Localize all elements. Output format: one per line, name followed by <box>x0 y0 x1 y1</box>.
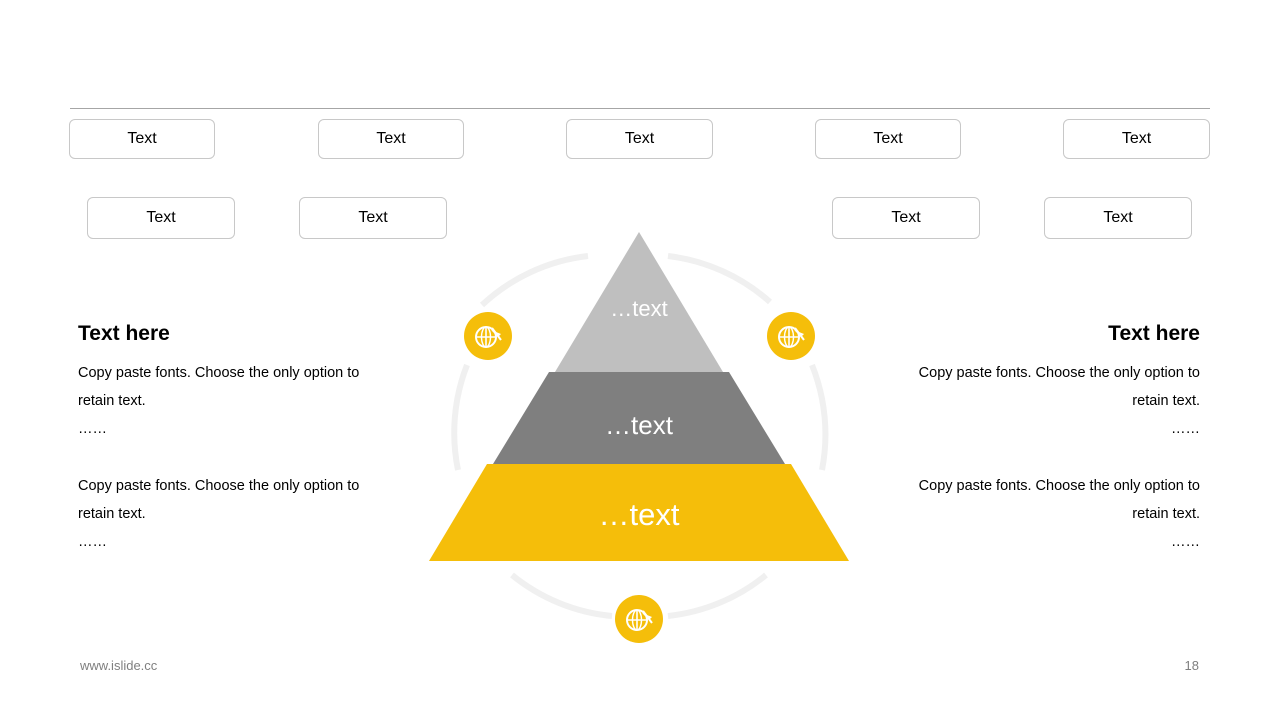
paragraph-line: Copy paste fonts. Choose the only option… <box>78 365 360 381</box>
text-tag[interactable]: Text <box>1063 119 1210 159</box>
paragraph-line: Copy paste fonts. Choose the only option… <box>918 365 1200 381</box>
text-tag[interactable]: Text <box>566 119 713 159</box>
paragraph-line: retain text. <box>1132 506 1200 522</box>
right-paragraph: Copy paste fonts. Choose the only option… <box>900 359 1200 443</box>
right-paragraph: Copy paste fonts. Choose the only option… <box>900 472 1200 556</box>
text-tag[interactable]: Text <box>832 197 980 239</box>
ring-arc <box>809 363 829 471</box>
globe-plane-icon <box>615 595 663 643</box>
paragraph-line: Copy paste fonts. Choose the only option… <box>78 478 360 494</box>
tier-top-label: …text <box>610 296 667 321</box>
ring-arc <box>510 572 613 619</box>
ring-arc <box>479 253 589 308</box>
tier-middle-label: …text <box>605 410 674 440</box>
text-tag[interactable]: Text <box>815 119 961 159</box>
paragraph-ellipsis: …… <box>1171 421 1200 437</box>
paragraph-line: Copy paste fonts. Choose the only option… <box>918 478 1200 494</box>
text-tag[interactable]: Text <box>87 197 235 239</box>
ring-arc <box>667 572 768 619</box>
paragraph-line: retain text. <box>78 506 146 522</box>
left-block-title: Text here <box>78 322 170 345</box>
text-tag[interactable]: Text <box>318 119 464 159</box>
paragraph-line: retain text. <box>1132 393 1200 409</box>
tier-bottom-label: …text <box>599 497 680 532</box>
cycle-ring <box>451 253 829 619</box>
paragraph-line: retain text. <box>78 393 146 409</box>
left-paragraph: Copy paste fonts. Choose the only option… <box>78 472 378 556</box>
pyramid-tier-top[interactable] <box>555 232 723 372</box>
footer-website[interactable]: www.islide.cc <box>80 658 158 673</box>
ring-arc <box>667 253 772 305</box>
globe-plane-icon <box>767 312 815 360</box>
pyramid-tier-bottom[interactable] <box>429 464 849 561</box>
paragraph-ellipsis: …… <box>78 534 107 550</box>
ring-arc <box>451 363 470 471</box>
pyramid-tier-middle[interactable] <box>493 372 785 464</box>
globe-plane-icon <box>464 312 512 360</box>
top-divider <box>70 108 1210 109</box>
left-paragraph: Copy paste fonts. Choose the only option… <box>78 359 378 443</box>
page-number: 18 <box>1184 658 1199 673</box>
paragraph-ellipsis: …… <box>78 421 107 437</box>
paragraph-ellipsis: …… <box>1171 534 1200 550</box>
text-tag[interactable]: Text <box>69 119 215 159</box>
text-tag[interactable]: Text <box>299 197 447 239</box>
right-block-title: Text here <box>1108 322 1200 345</box>
text-tag[interactable]: Text <box>1044 197 1192 239</box>
